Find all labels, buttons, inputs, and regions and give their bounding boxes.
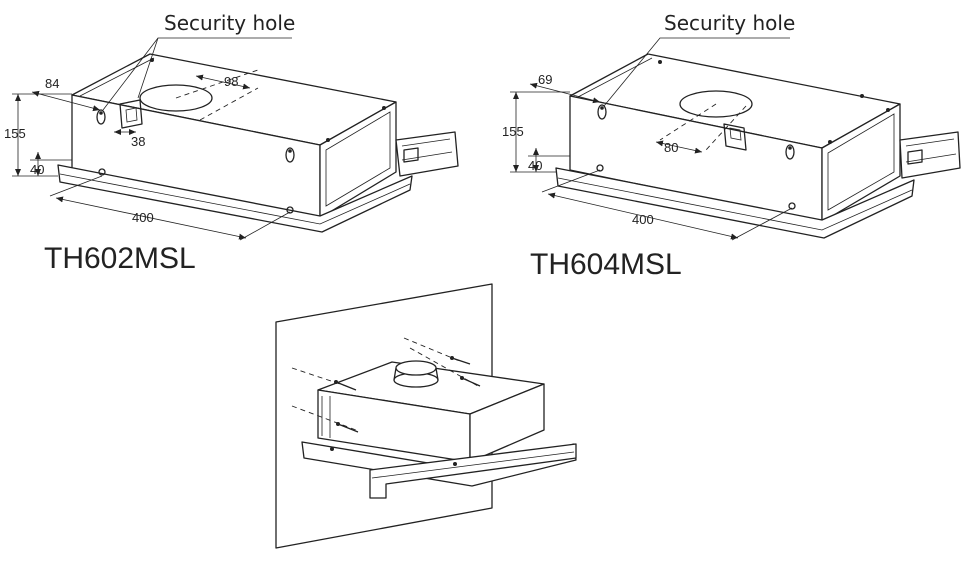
dim-84: 84	[45, 76, 59, 91]
front-trim	[57, 164, 413, 233]
hood-th602msl: Security hole 84 98 155 40 38 400 TH602M…	[4, 11, 459, 275]
side-face	[821, 103, 901, 223]
side-face	[319, 101, 397, 219]
security-hole-right	[285, 147, 295, 163]
security-hole-left	[597, 104, 607, 120]
dim-40: 40	[528, 158, 542, 173]
hood-th604msl: Security hole 69 80 155 40 400 TH604MSL	[502, 11, 961, 281]
dim-155: 155	[502, 124, 524, 139]
dim-98: 98	[224, 74, 238, 89]
visor-front	[369, 443, 577, 499]
slide-rail	[899, 131, 961, 179]
screw	[788, 202, 796, 210]
duct-outlet	[679, 90, 753, 118]
security-hole-right	[785, 144, 795, 160]
model-name: TH604MSL	[530, 248, 682, 281]
model-name: TH602MSL	[44, 242, 196, 275]
security-hole-left	[96, 109, 106, 125]
dim-400: 400	[632, 212, 654, 227]
screw	[596, 164, 604, 172]
wall	[275, 283, 493, 549]
wall-mounting-diagram	[275, 283, 577, 549]
duct-outlet	[139, 84, 213, 112]
duct-collar	[393, 360, 439, 388]
dim-80: 80	[664, 140, 678, 155]
screw	[98, 168, 106, 176]
hood-side	[469, 383, 545, 463]
slide-rail	[395, 131, 459, 177]
screw	[286, 206, 294, 214]
security-hole-label: Security hole	[164, 11, 295, 35]
dim-400: 400	[132, 210, 154, 225]
dim-69: 69	[538, 72, 552, 87]
dim-38: 38	[131, 134, 145, 149]
dim-155: 155	[4, 126, 26, 141]
dim-40: 40	[30, 162, 44, 177]
security-hole-label: Security hole	[664, 11, 795, 35]
